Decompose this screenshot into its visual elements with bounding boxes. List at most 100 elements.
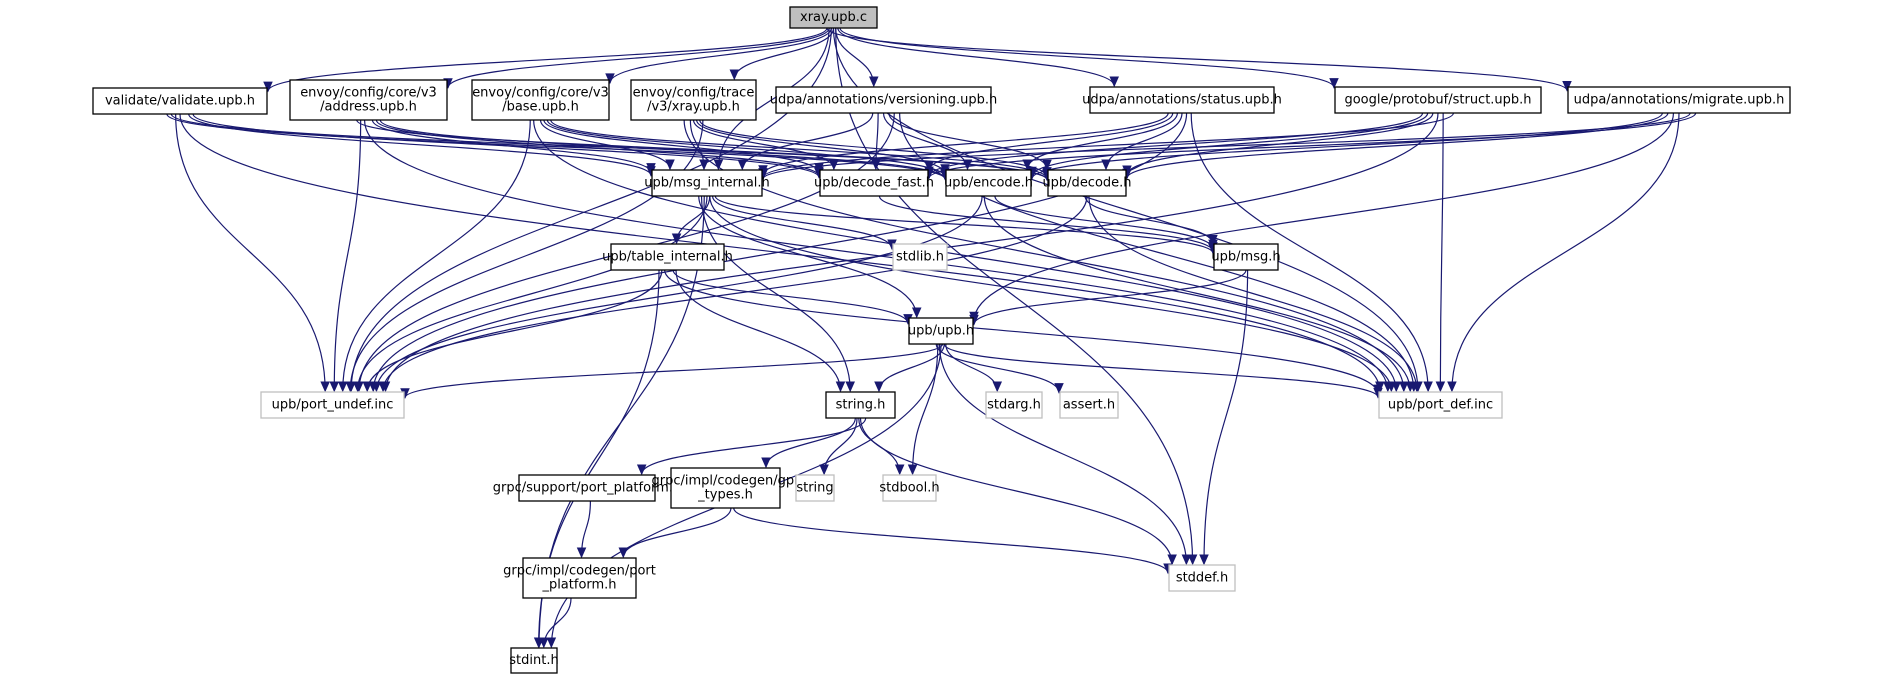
node-stdbool: stdbool.h (879, 474, 940, 502)
edge-msg_internal-to-upb (698, 195, 918, 318)
node-xray-c[interactable]: xray.upb.c (789, 6, 878, 29)
node-address[interactable]: envoy/config/core/v3/address.upb.h (289, 79, 448, 121)
arrowhead-string_h-to-string (819, 464, 829, 476)
node-msg[interactable]: upb/msg.h (1211, 243, 1281, 271)
edge-struct-to-encode (1031, 112, 1429, 177)
node-struct[interactable]: google/protobuf/struct.upb.h (1334, 86, 1542, 114)
edge-xray_c-to-migrate (826, 27, 1568, 91)
node-box (1168, 564, 1236, 592)
node-box (1378, 391, 1503, 419)
node-label: upb/msg.h (1211, 250, 1280, 265)
node-box (289, 79, 448, 121)
edge-address-to-decode (356, 119, 1048, 181)
arrowhead-msg_internal-to-upb (911, 307, 922, 319)
arrowhead-string_h-to-stddef (1167, 554, 1177, 566)
arrowhead-string_h-to-stdbool (894, 464, 905, 476)
edge-gpr_types-to-codegen_pp (622, 507, 732, 558)
node-stdlib: stdlib.h (892, 243, 948, 271)
edge-upb-to-assert (935, 343, 1060, 393)
arrowhead-decode-to-port_undef (378, 381, 388, 393)
node-label: upb/port_undef.inc (272, 398, 394, 413)
arrowhead-encode-to-port_undef (371, 381, 382, 393)
arrowhead-encode-to-port_def (1405, 381, 1415, 393)
arrowhead-msg_internal-to-port_def (1386, 381, 1397, 393)
node-string-h[interactable]: string.h (825, 391, 896, 419)
node-box (1059, 391, 1119, 419)
edge-xray_c-to-msg_internal (717, 27, 830, 170)
node-status[interactable]: udpa/annotations/status.upb.h (1082, 86, 1282, 114)
edges-layer (166, 27, 1697, 649)
arrowhead-base-to-msg_internal (665, 159, 675, 171)
edge-upb-to-port_def (943, 343, 1379, 398)
node-grpc-support-pp[interactable]: grpc/support/port_platform.h (493, 474, 681, 502)
edge-decode_fast-to-msg (878, 195, 1214, 252)
node-label: udpa/annotations/status.upb.h (1082, 93, 1282, 108)
node-msg-internal[interactable]: upb/msg_internal.h (644, 169, 770, 197)
node-label: /base.upb.h (502, 100, 579, 115)
node-codegen-pp[interactable]: grpc/impl/codegen/port_platform.h (503, 557, 656, 599)
node-box (510, 647, 558, 674)
edge-validate-to-port_undef (175, 113, 326, 392)
arrowhead-msg-to-stddef (1199, 554, 1209, 566)
node-trace-xray[interactable]: envoy/config/trace/v3/xray.upb.h (630, 79, 757, 121)
node-decode[interactable]: upb/decode.h (1042, 169, 1132, 197)
edge-address-to-decode_fast (375, 119, 820, 177)
node-base[interactable]: envoy/config/core/v3/base.upb.h (471, 79, 610, 121)
edge-status-to-port_def (1190, 112, 1429, 392)
edge-encode-to-port_def (983, 195, 1411, 392)
node-gpr-types[interactable]: grpc/impl/codegen/gpr_types.h (652, 467, 801, 509)
node-box (892, 243, 948, 271)
node-validate[interactable]: validate/validate.upb.h (92, 87, 268, 115)
node-string: string (795, 474, 835, 502)
node-label: upb/decode_fast.h (814, 176, 934, 191)
node-box (985, 391, 1043, 419)
node-box (825, 391, 896, 419)
edge-base-to-msg_internal (539, 119, 671, 170)
node-table-internal[interactable]: upb/table_internal.h (602, 243, 733, 271)
edge-msg_internal-to-port_def (709, 195, 1392, 392)
node-decode-fast[interactable]: upb/decode_fast.h (814, 169, 934, 197)
edge-status-to-port_undef (372, 112, 1188, 392)
arrowhead-trace_xray-to-port_undef (345, 381, 356, 393)
edge-string_h-to-grpc_support_pp (641, 417, 867, 475)
arrowhead-decode-to-port_def (1412, 381, 1422, 393)
arrowhead-msg_internal-to-string_h (845, 381, 855, 393)
arrowhead-string_h-to-gpr_types (761, 457, 771, 469)
node-label: envoy/config/core/v3 (472, 86, 609, 101)
node-box (610, 243, 725, 271)
arrowhead-xray_c-to-stddef (1187, 554, 1198, 566)
node-label: upb/upb.h (908, 324, 974, 339)
arrowhead-xray_c-to-migrate (1562, 80, 1572, 92)
node-upb[interactable]: upb/upb.h (908, 317, 974, 345)
edge-msg-to-upb (973, 269, 1247, 325)
arrowhead-decode-to-msg (1208, 234, 1218, 246)
node-migrate[interactable]: udpa/annotations/migrate.upb.h (1567, 86, 1791, 114)
arrowhead-versioning-to-decode (1042, 159, 1052, 171)
edge-migrate-to-decode (1126, 112, 1669, 179)
edge-validate-to-encode (166, 113, 946, 180)
node-box (1334, 86, 1542, 114)
arrowhead-table_internal-to-string_h (835, 381, 846, 393)
arrowhead-xray_c-to-trace_xray (729, 69, 740, 81)
node-box (819, 169, 929, 197)
node-box (795, 474, 835, 502)
node-label: envoy/config/trace (633, 86, 755, 101)
arrowhead-xray_c-to-base (605, 73, 615, 85)
edge-msg_internal-to-string_h (700, 195, 851, 392)
edge-migrate-to-encode (1031, 112, 1663, 179)
node-port-def: upb/port_def.inc (1378, 391, 1503, 419)
nodes-layer: xray.upb.c validate/validate.upb.h envoy/c… (92, 6, 1791, 674)
node-box (789, 6, 878, 29)
node-stdint[interactable]: stdint.h (509, 647, 559, 674)
arrowhead-upb-to-stdarg (992, 381, 1003, 393)
edge-table_internal-to-port_undef (366, 269, 663, 392)
edge-upb-to-string_h (878, 343, 945, 392)
node-label: stdlib.h (896, 250, 944, 265)
node-versioning[interactable]: udpa/annotations/versioning.upb.h (770, 86, 998, 114)
edge-decode-to-port_undef (382, 195, 1088, 392)
node-encode[interactable]: upb/encode.h (944, 169, 1033, 197)
edge-base-to-port_undef (342, 119, 531, 392)
edge-decode-to-msg (1084, 195, 1214, 245)
edge-upb-to-stdbool (911, 343, 939, 475)
